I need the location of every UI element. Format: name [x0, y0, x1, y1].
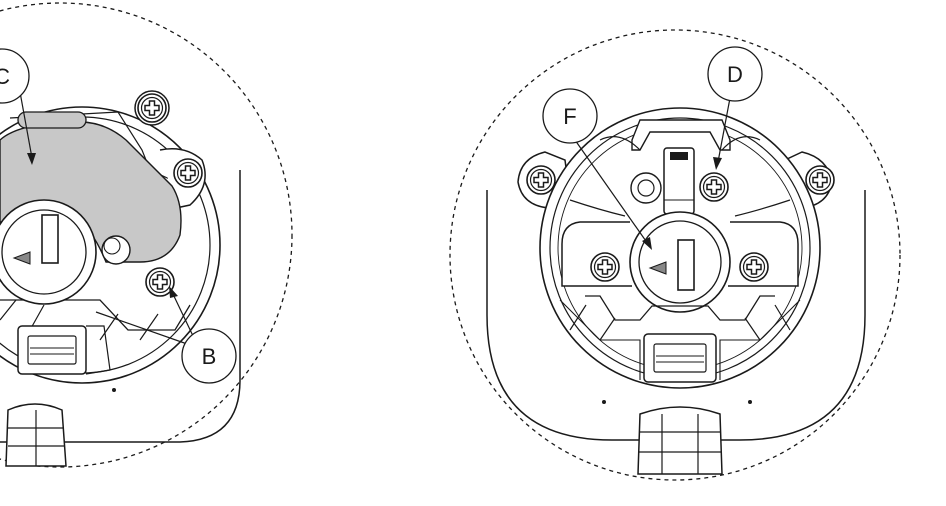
right-view — [449, 29, 901, 481]
right-right-lobe-screw-icon — [739, 252, 769, 282]
left-view — [0, 2, 293, 468]
right-left-ear-screw-icon — [526, 165, 556, 195]
callout-b-label: B — [202, 344, 217, 369]
left-top-screw-icon — [137, 93, 167, 123]
screw-d-icon — [699, 172, 729, 202]
right-right-ear-screw-icon — [805, 165, 835, 195]
right-detail-circle — [449, 29, 901, 481]
callout-d: D — [707, 46, 763, 102]
callout-f: F — [542, 88, 598, 144]
callout-d-label: D — [727, 62, 743, 87]
callout-f-label: F — [563, 104, 576, 129]
right-connector-port — [643, 333, 717, 383]
right-left-lobe-screw-icon — [590, 252, 620, 282]
left-housing-outline — [0, 170, 241, 443]
left-connector-port — [17, 325, 87, 375]
left-mount-ring — [0, 106, 221, 384]
callout-b: B — [181, 328, 237, 384]
callout-c-label: C — [0, 64, 10, 89]
left-ear-screw-icon — [173, 158, 203, 188]
left-detail-circle — [0, 2, 293, 468]
callout-c: C — [0, 48, 30, 104]
right-cable-gland — [637, 406, 723, 475]
